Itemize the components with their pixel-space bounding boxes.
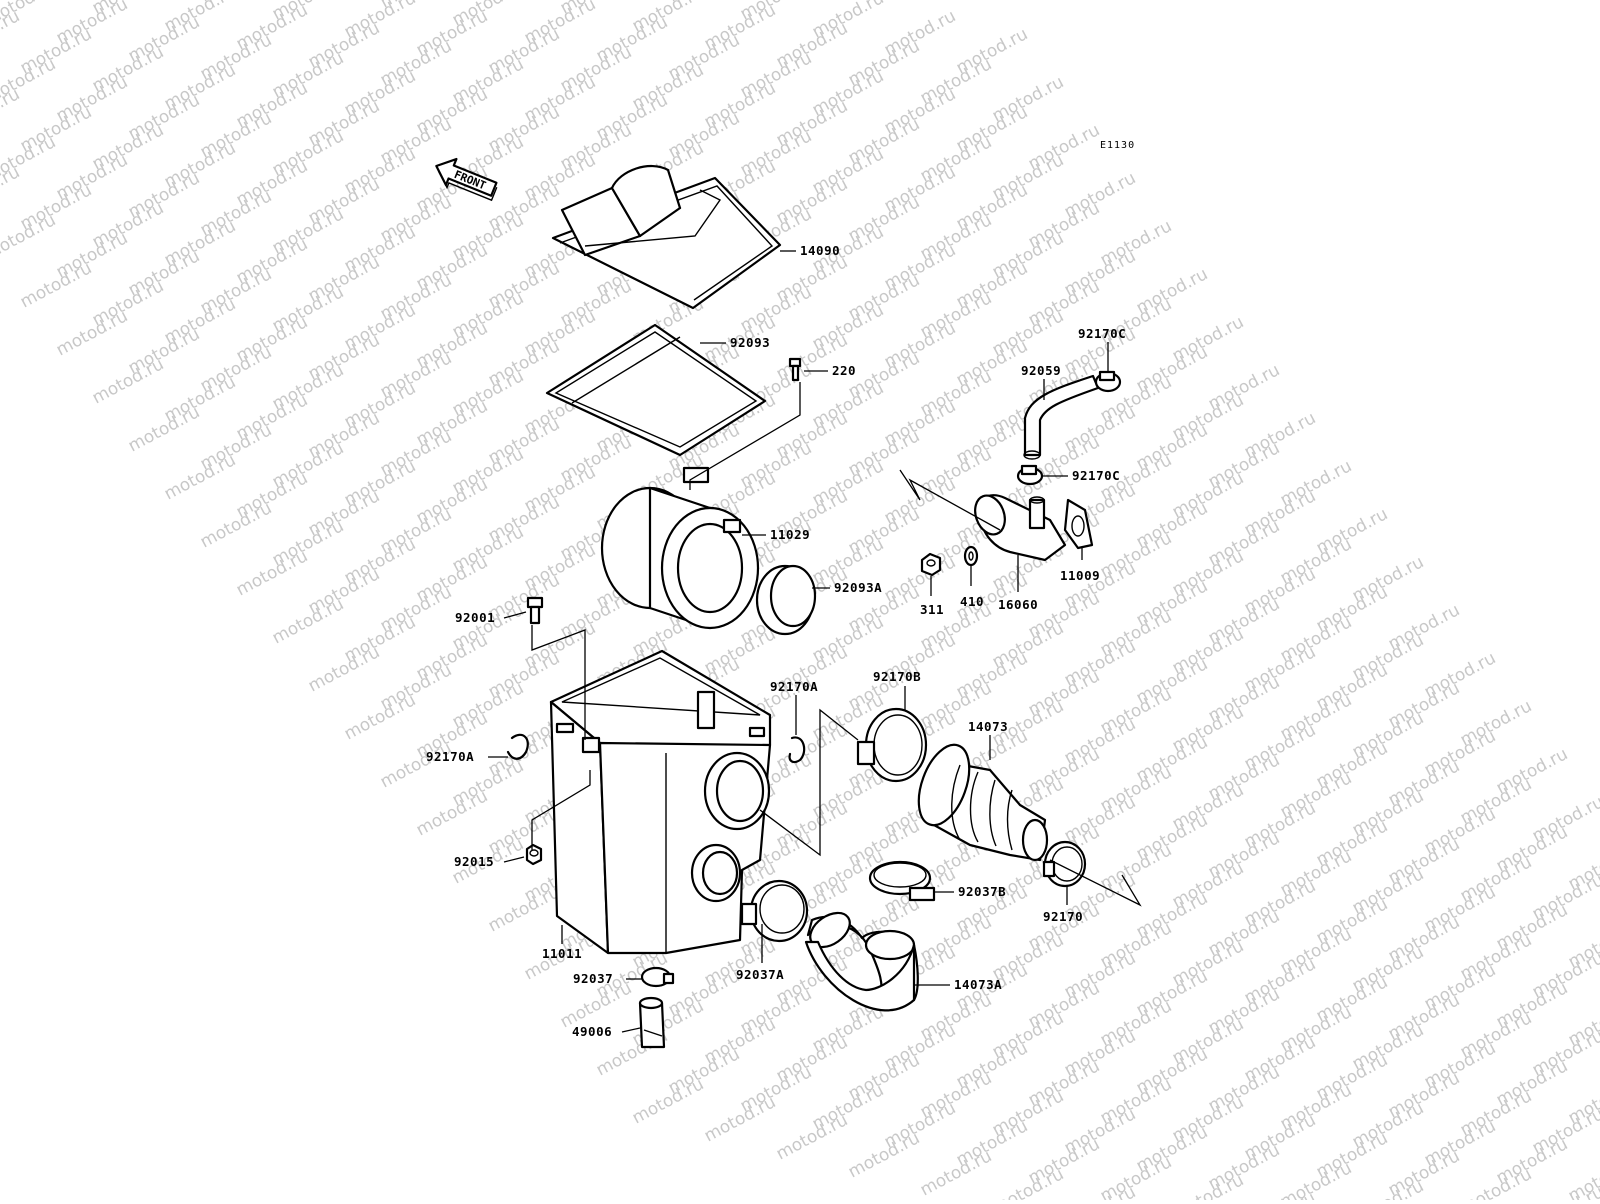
callout-92037b: 92037B (958, 884, 1006, 899)
seal-ring (757, 566, 815, 634)
nut-311 (922, 554, 940, 575)
callout-92059: 92059 (1021, 363, 1061, 378)
clamp-92170 (1044, 842, 1085, 886)
callout-11029: 11029 (770, 527, 810, 542)
air-cleaner-case (551, 651, 770, 953)
callout-92170c-top: 92170C (1078, 326, 1126, 341)
callout-92001: 92001 (455, 610, 495, 625)
callout-49006: 49006 (572, 1024, 612, 1039)
nut-92015 (527, 845, 541, 864)
clip-92170c-top (1096, 372, 1120, 391)
callout-92093a: 92093A (834, 580, 882, 595)
callout-92037: 92037 (573, 971, 613, 986)
clamp-92037 (642, 968, 673, 986)
callout-16060: 16060 (998, 597, 1038, 612)
callout-92170c-mid: 92170C (1072, 468, 1120, 483)
callout-92170a-right: 92170A (770, 679, 818, 694)
callout-14090: 14090 (800, 243, 840, 258)
callout-92170: 92170 (1043, 909, 1083, 924)
callout-92170a-left: 92170A (426, 749, 474, 764)
callout-92037a: 92037A (736, 967, 784, 982)
callout-410: 410 (960, 594, 984, 609)
callout-11011: 11011 (542, 946, 582, 961)
callout-220: 220 (832, 363, 856, 378)
callout-14073: 14073 (968, 719, 1008, 734)
drain-cap (640, 998, 664, 1047)
callout-92015: 92015 (454, 854, 494, 869)
callout-92093: 92093 (730, 335, 770, 350)
callout-92170b: 92170B (873, 669, 921, 684)
callout-311: 311 (920, 602, 944, 617)
clip-right (790, 737, 805, 762)
bolt-92001 (528, 598, 542, 623)
callout-11009: 11009 (1060, 568, 1100, 583)
clamp-92037b (870, 862, 934, 900)
clip-left (508, 735, 528, 759)
diagram-code: E1130 (1100, 140, 1135, 151)
washer-410 (965, 547, 977, 565)
callout-14073a: 14073A (954, 977, 1002, 992)
